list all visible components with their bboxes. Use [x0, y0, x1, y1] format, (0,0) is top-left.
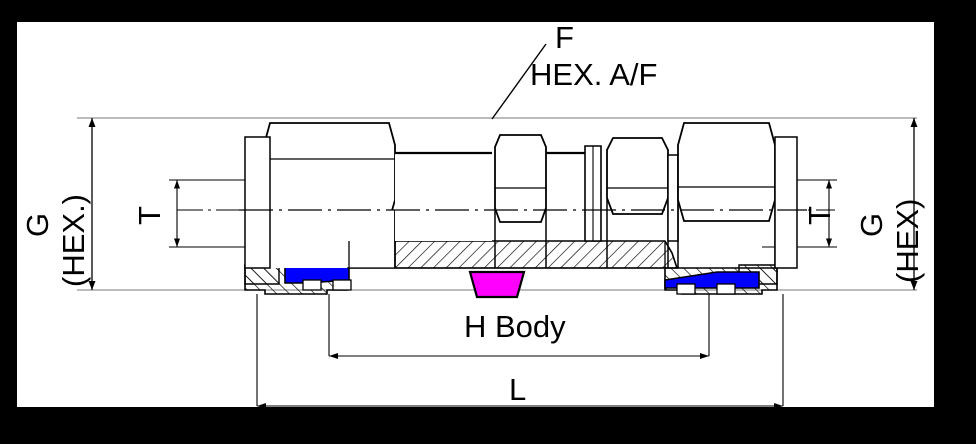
label-g-right-hex: (HEX) — [890, 198, 925, 283]
label-g-left-hex: (HEX.) — [56, 194, 91, 287]
label-h-body: H Body — [464, 309, 566, 344]
right-ferrule — [664, 271, 760, 295]
label-g-right: G — [854, 212, 889, 237]
left-nut-hex — [263, 122, 396, 222]
center-seal-magenta — [468, 270, 526, 299]
dimension-g-left — [88, 118, 96, 290]
right-shoulder — [774, 136, 798, 269]
left-nut-lower — [263, 210, 396, 268]
label-g-left: G — [20, 212, 55, 237]
label-t-right: T — [802, 206, 837, 225]
dimension-h-body — [328, 294, 710, 359]
leader-line-f — [491, 43, 547, 120]
inner-bore-lines — [347, 241, 666, 269]
left-shoulder — [244, 136, 271, 269]
center-hex-f — [494, 134, 547, 268]
technical-drawing-svg — [77, 43, 918, 407]
drawing-sheet: F HEX. A/F G (HEX.) T T G (HEX) H Body L — [17, 22, 934, 407]
label-l: L — [509, 372, 527, 407]
right-nut-hex — [677, 122, 776, 268]
label-f: F — [555, 22, 574, 55]
small-collar-ring — [584, 145, 602, 242]
label-t-left: T — [132, 206, 167, 225]
right-gap-ring — [667, 154, 679, 242]
label-hex-af: HEX. A/F — [530, 57, 658, 92]
dimension-l — [256, 294, 784, 407]
dimension-g-right — [910, 118, 918, 290]
body-left-span — [395, 151, 492, 241]
